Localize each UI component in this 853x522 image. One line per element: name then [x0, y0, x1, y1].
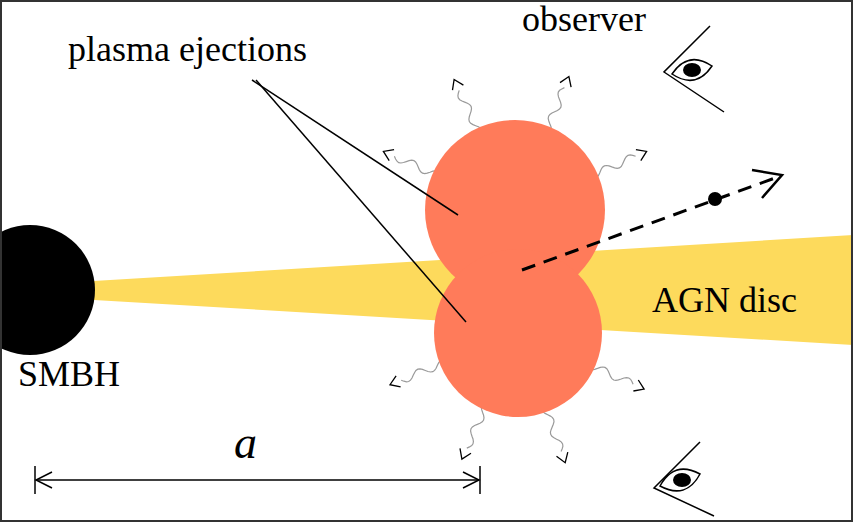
observer-eye-bottom: [654, 442, 714, 516]
black-hole-node: SMBH: [0, 225, 150, 400]
radiation-arrowhead: [633, 380, 644, 391]
radiation-arrowhead: [636, 150, 647, 161]
radiation-arrowhead: [383, 150, 394, 161]
radiation-arrowhead: [390, 376, 401, 387]
ejected-dot: [708, 192, 722, 206]
plasma-lobe-bottom: [434, 249, 602, 417]
disc-label: AGN disc: [652, 281, 797, 321]
observer-label: observer: [522, 0, 646, 40]
dimension-arrow: [35, 466, 480, 494]
radiation-group: [383, 77, 646, 463]
agn-disc-node: AGN disc: [95, 235, 853, 345]
radiation-arrowhead: [460, 448, 471, 459]
leader-line: [256, 80, 466, 322]
observer-eye-top: [664, 26, 724, 112]
radiation-arrowhead: [557, 452, 568, 463]
smbh-label: SMBH: [18, 355, 120, 395]
trajectory-arrowhead: [752, 170, 782, 198]
callout-label: plasma ejections: [68, 30, 307, 70]
smbh-circle: [0, 225, 95, 355]
radiation-arrowhead: [453, 80, 464, 91]
dimension-label: a: [234, 418, 257, 469]
dashed-trajectory: [522, 178, 775, 270]
radiation-arrowhead: [560, 77, 571, 88]
